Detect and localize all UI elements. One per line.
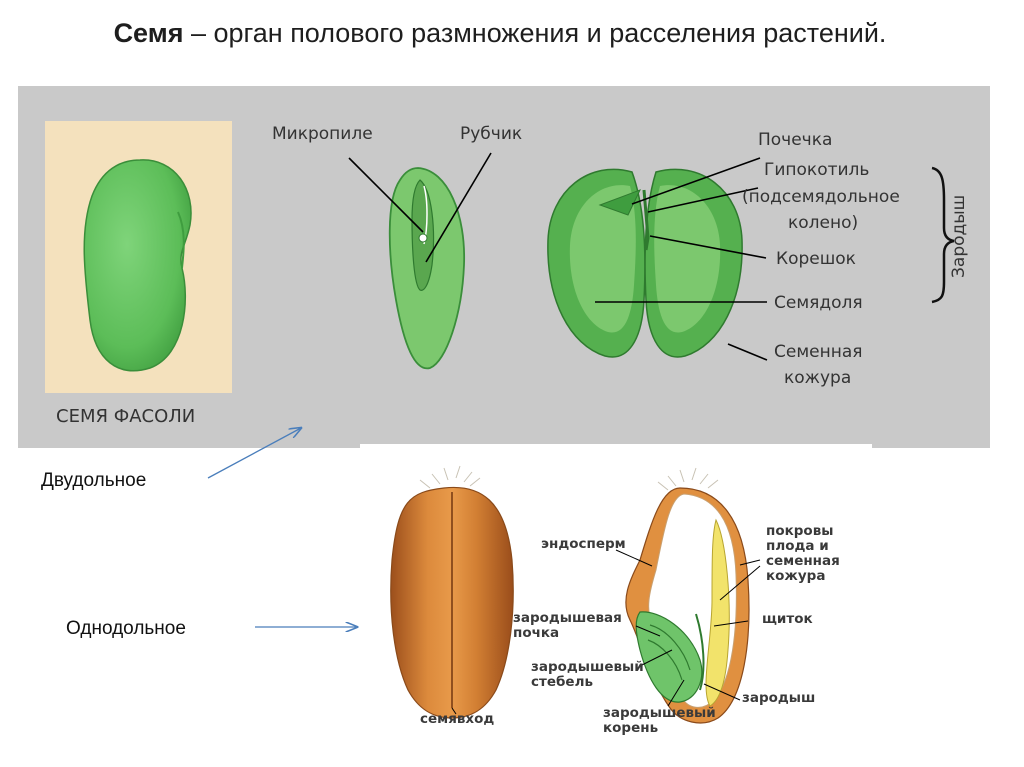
label-seed-coat-1: Семенная bbox=[774, 342, 863, 362]
label-root-2: корень bbox=[603, 720, 659, 736]
label-bud-1: зародышевая bbox=[513, 610, 622, 626]
label-radicle: Корешок bbox=[776, 249, 856, 269]
label-stem-1: зародышевый bbox=[531, 659, 644, 675]
grain-section bbox=[625, 467, 750, 724]
label-dicot-type: Двудольное bbox=[41, 470, 147, 491]
monocot-pointer-lines bbox=[451, 549, 761, 715]
label-cotyledon: Семядоля bbox=[774, 293, 863, 313]
embryo-brace bbox=[931, 166, 955, 304]
bean-opened bbox=[547, 168, 743, 358]
bean-side-view bbox=[388, 167, 465, 370]
label-micropyle-monocot: семявход bbox=[420, 711, 495, 727]
label-bud-2: почка bbox=[513, 625, 560, 641]
label-embryo: Зародыш bbox=[949, 194, 969, 278]
arrow-to-dicot bbox=[207, 428, 301, 479]
label-scutellum: щиток bbox=[762, 611, 813, 627]
label-hypocotyl-3: колено) bbox=[788, 213, 859, 233]
label-endosperm: эндосперм bbox=[541, 536, 626, 552]
label-root-1: зародышевый bbox=[603, 705, 716, 721]
label-seed-coat-2: кожура bbox=[784, 368, 852, 388]
label-stem-2: стебель bbox=[531, 674, 593, 690]
bean-whole bbox=[83, 159, 192, 372]
label-micropyle: Микропиле bbox=[272, 124, 373, 144]
label-hypocotyl-2: (подсемядольное bbox=[742, 187, 900, 207]
label-covers-2: плода и bbox=[766, 538, 829, 554]
dicot-pointer-lines bbox=[348, 152, 768, 361]
bean-caption: СЕМЯ ФАСОЛИ bbox=[56, 406, 196, 427]
label-plumule: Почечка bbox=[758, 130, 833, 150]
label-covers-3: семенная bbox=[766, 553, 840, 569]
label-embryo-monocot: зародыш bbox=[742, 690, 816, 706]
label-monocot-type: Однодольное bbox=[66, 618, 186, 639]
label-covers-1: покровы bbox=[766, 523, 834, 539]
label-covers-4: кожура bbox=[766, 568, 826, 584]
label-hilum: Рубчик bbox=[460, 124, 523, 144]
label-hypocotyl-1: Гипокотиль bbox=[764, 160, 870, 180]
slide-title: Семя – орган полового размножения и расс… bbox=[113, 18, 887, 48]
grain-whole bbox=[390, 465, 514, 719]
